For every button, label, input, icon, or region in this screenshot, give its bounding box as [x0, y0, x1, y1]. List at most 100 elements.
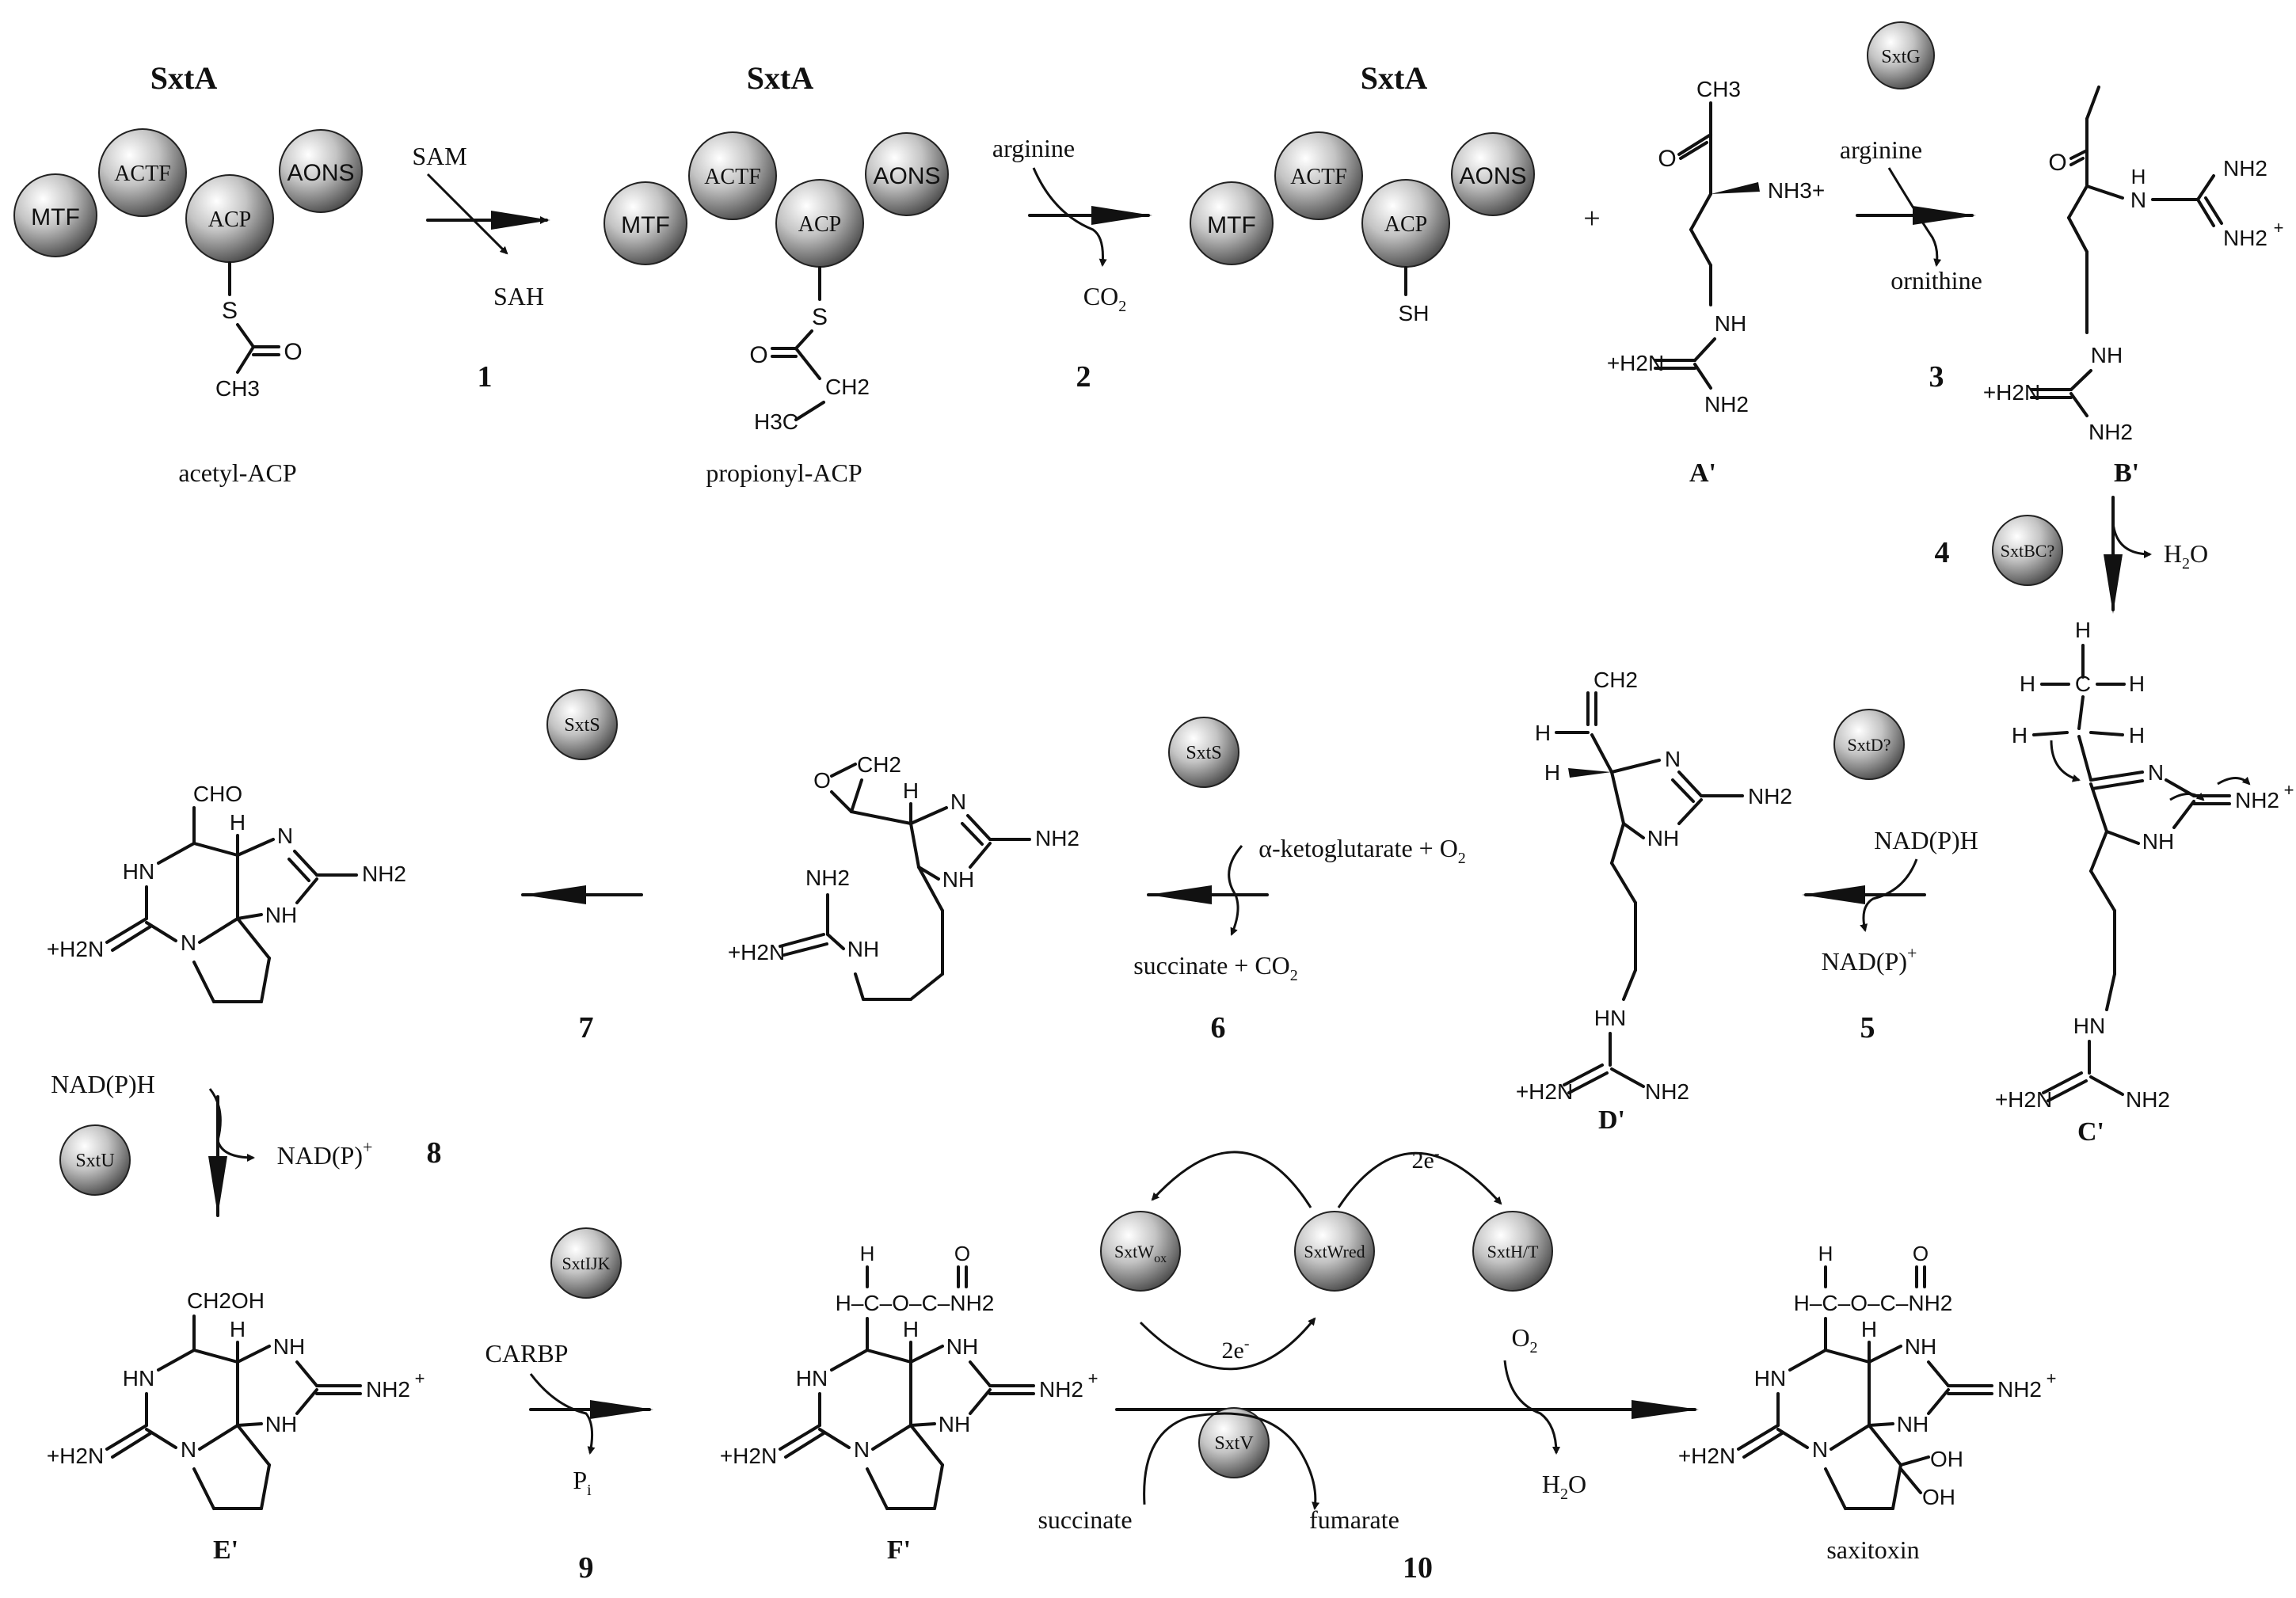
svg-text:NH: NH — [1905, 1334, 1936, 1359]
svg-text:NH2: NH2 — [1997, 1377, 2042, 1402]
svg-text:NAD(P)H: NAD(P)H — [1874, 826, 1978, 854]
svg-text:+H2N: +H2N — [720, 1444, 777, 1468]
compound-c-prime: H H C H H H N NH2 + NH HN +H2N — [1995, 618, 2294, 1112]
svg-text:CH2: CH2 — [1593, 668, 1638, 692]
svg-text:H: H — [2020, 672, 2035, 696]
sxtv-label: SxtV — [1214, 1433, 1254, 1454]
sxtu-label: SxtU — [75, 1151, 114, 1171]
sxtbc-enzyme — [1992, 515, 2063, 586]
sxtbc-label: SxtBC? — [2001, 541, 2054, 561]
sxtv-enzyme — [1198, 1407, 1270, 1478]
svg-text:H: H — [2129, 723, 2145, 748]
svg-text:NH: NH — [273, 1334, 305, 1359]
svg-text:AONS: AONS — [873, 163, 940, 189]
sxtht-label: SxtH/T — [1487, 1242, 1539, 1261]
svg-text:O: O — [1913, 1242, 1929, 1265]
svg-text:NAD(P)H: NAD(P)H — [51, 1070, 155, 1098]
svg-text:NH2: NH2 — [1645, 1079, 1689, 1104]
svg-text:+H2N: +H2N — [728, 940, 785, 965]
svg-text:MTF: MTF — [621, 212, 670, 238]
step-3-arrow: arginine ornithine — [1840, 135, 1982, 295]
step-8-arrow: NAD(P)H SxtU NAD(P)+ — [51, 1070, 372, 1217]
svg-text:O: O — [813, 768, 831, 793]
svg-text:N: N — [1812, 1437, 1828, 1462]
svg-text:HN: HN — [123, 1366, 154, 1391]
step-10-number: 10 — [1403, 1551, 1433, 1585]
svg-text:CH3: CH3 — [1696, 77, 1741, 101]
step-9-number: 9 — [579, 1551, 594, 1585]
svg-text:α-ketoglutarate + O2: α-ketoglutarate + O2 — [1258, 834, 1466, 867]
step-9-arrow: CARBP Pi — [485, 1339, 653, 1499]
svg-text:arginine: arginine — [1840, 135, 1922, 164]
svg-text:N: N — [1665, 747, 1681, 771]
svg-text:O2: O2 — [1511, 1323, 1537, 1356]
aons-label: AONS — [287, 160, 354, 186]
sxta-module-1: MTF ACTF ACP AONS — [13, 128, 363, 263]
svg-text:CH3: CH3 — [215, 376, 260, 401]
svg-text:H: H — [230, 1317, 246, 1341]
svg-text:N: N — [181, 930, 196, 955]
svg-text:+H2N: +H2N — [1607, 351, 1664, 375]
propionyl-acp-label: propionyl-ACP — [706, 458, 862, 487]
step-6-arrow: α-ketoglutarate + O2 succinate + CO2 — [1133, 834, 1466, 984]
svg-text:NH: NH — [1897, 1412, 1929, 1436]
step-2-number: 2 — [1076, 360, 1091, 394]
svg-text:OH: OH — [1922, 1485, 1955, 1509]
step-7-arrow — [521, 885, 643, 904]
svg-text:O: O — [1658, 146, 1676, 172]
svg-text:NH2: NH2 — [805, 866, 850, 890]
svg-text:H: H — [903, 1317, 919, 1341]
svg-text:CHO: CHO — [193, 782, 242, 806]
svg-text:NH2: NH2 — [2088, 420, 2133, 444]
plus-sign: + — [1583, 202, 1600, 235]
svg-text:NH: NH — [939, 1412, 970, 1436]
svg-text:MTF: MTF — [1207, 212, 1256, 238]
svg-text:+: + — [2047, 1368, 2057, 1388]
svg-text:NH2: NH2 — [366, 1377, 410, 1402]
svg-text:H: H — [1861, 1317, 1877, 1341]
step-1-number: 1 — [478, 360, 493, 394]
svg-text:+: + — [2284, 780, 2294, 800]
sxta-module-2: MTF ACTF ACP AONS — [604, 131, 949, 268]
sxtu-enzyme — [59, 1124, 131, 1196]
svg-text:NAD(P)+: NAD(P)+ — [1822, 943, 1917, 976]
svg-text:H–C–O–C–NH2: H–C–O–C–NH2 — [836, 1291, 995, 1315]
svg-text:O: O — [284, 339, 302, 365]
mtf-label: MTF — [31, 204, 80, 230]
compound-d-prime: CH2 H H N NH2 NH HN +H2N NH2 — [1516, 668, 1792, 1104]
svg-text:O: O — [954, 1242, 970, 1265]
d-prime-label: D' — [1598, 1105, 1625, 1135]
svg-text:NH: NH — [847, 937, 879, 961]
svg-text:arginine: arginine — [992, 134, 1075, 162]
sxtw-red-enzyme — [1294, 1211, 1375, 1292]
sxts-label-2: SxtS — [564, 715, 600, 736]
a-prime-label: A' — [1689, 458, 1716, 488]
svg-text:ACP: ACP — [1384, 212, 1427, 237]
svg-text:NH: NH — [1647, 826, 1679, 850]
sxtg-enzyme — [1867, 21, 1935, 89]
svg-text:+H2N: +H2N — [47, 937, 104, 961]
svg-text:SAM: SAM — [412, 142, 466, 170]
svg-text:NH2: NH2 — [1748, 784, 1792, 809]
sxts-label-1: SxtS — [1186, 743, 1221, 763]
svg-text:+H2N: +H2N — [47, 1444, 104, 1468]
propionyl-thioester: S O CH2 H3C — [749, 266, 870, 434]
acetyl-acp-label: acetyl-ACP — [178, 458, 296, 487]
svg-text:N: N — [854, 1437, 870, 1462]
sxta-title-2: SxtA — [747, 60, 814, 96]
step-10-arrow: SxtV succinate fumarate O2 H2O — [1038, 1323, 1699, 1534]
svg-text:NH3+: NH3+ — [1768, 178, 1825, 203]
svg-text:+: + — [415, 1368, 425, 1388]
actf-domain — [98, 128, 187, 217]
c-prime-label: C' — [2077, 1117, 2104, 1147]
sxtht-enzyme — [1472, 1211, 1553, 1292]
svg-text:H: H — [230, 810, 246, 835]
svg-text:H: H — [2012, 723, 2028, 748]
svg-text:+: + — [1088, 1368, 1099, 1388]
compound-a-prime: CH3 O NH3+ NH +H2N NH2 — [1607, 77, 1825, 417]
svg-text:S: S — [812, 304, 828, 330]
svg-text:H: H — [903, 778, 919, 803]
step-1-arrow: SAM SAH — [412, 142, 550, 310]
svg-text:O: O — [749, 342, 767, 368]
